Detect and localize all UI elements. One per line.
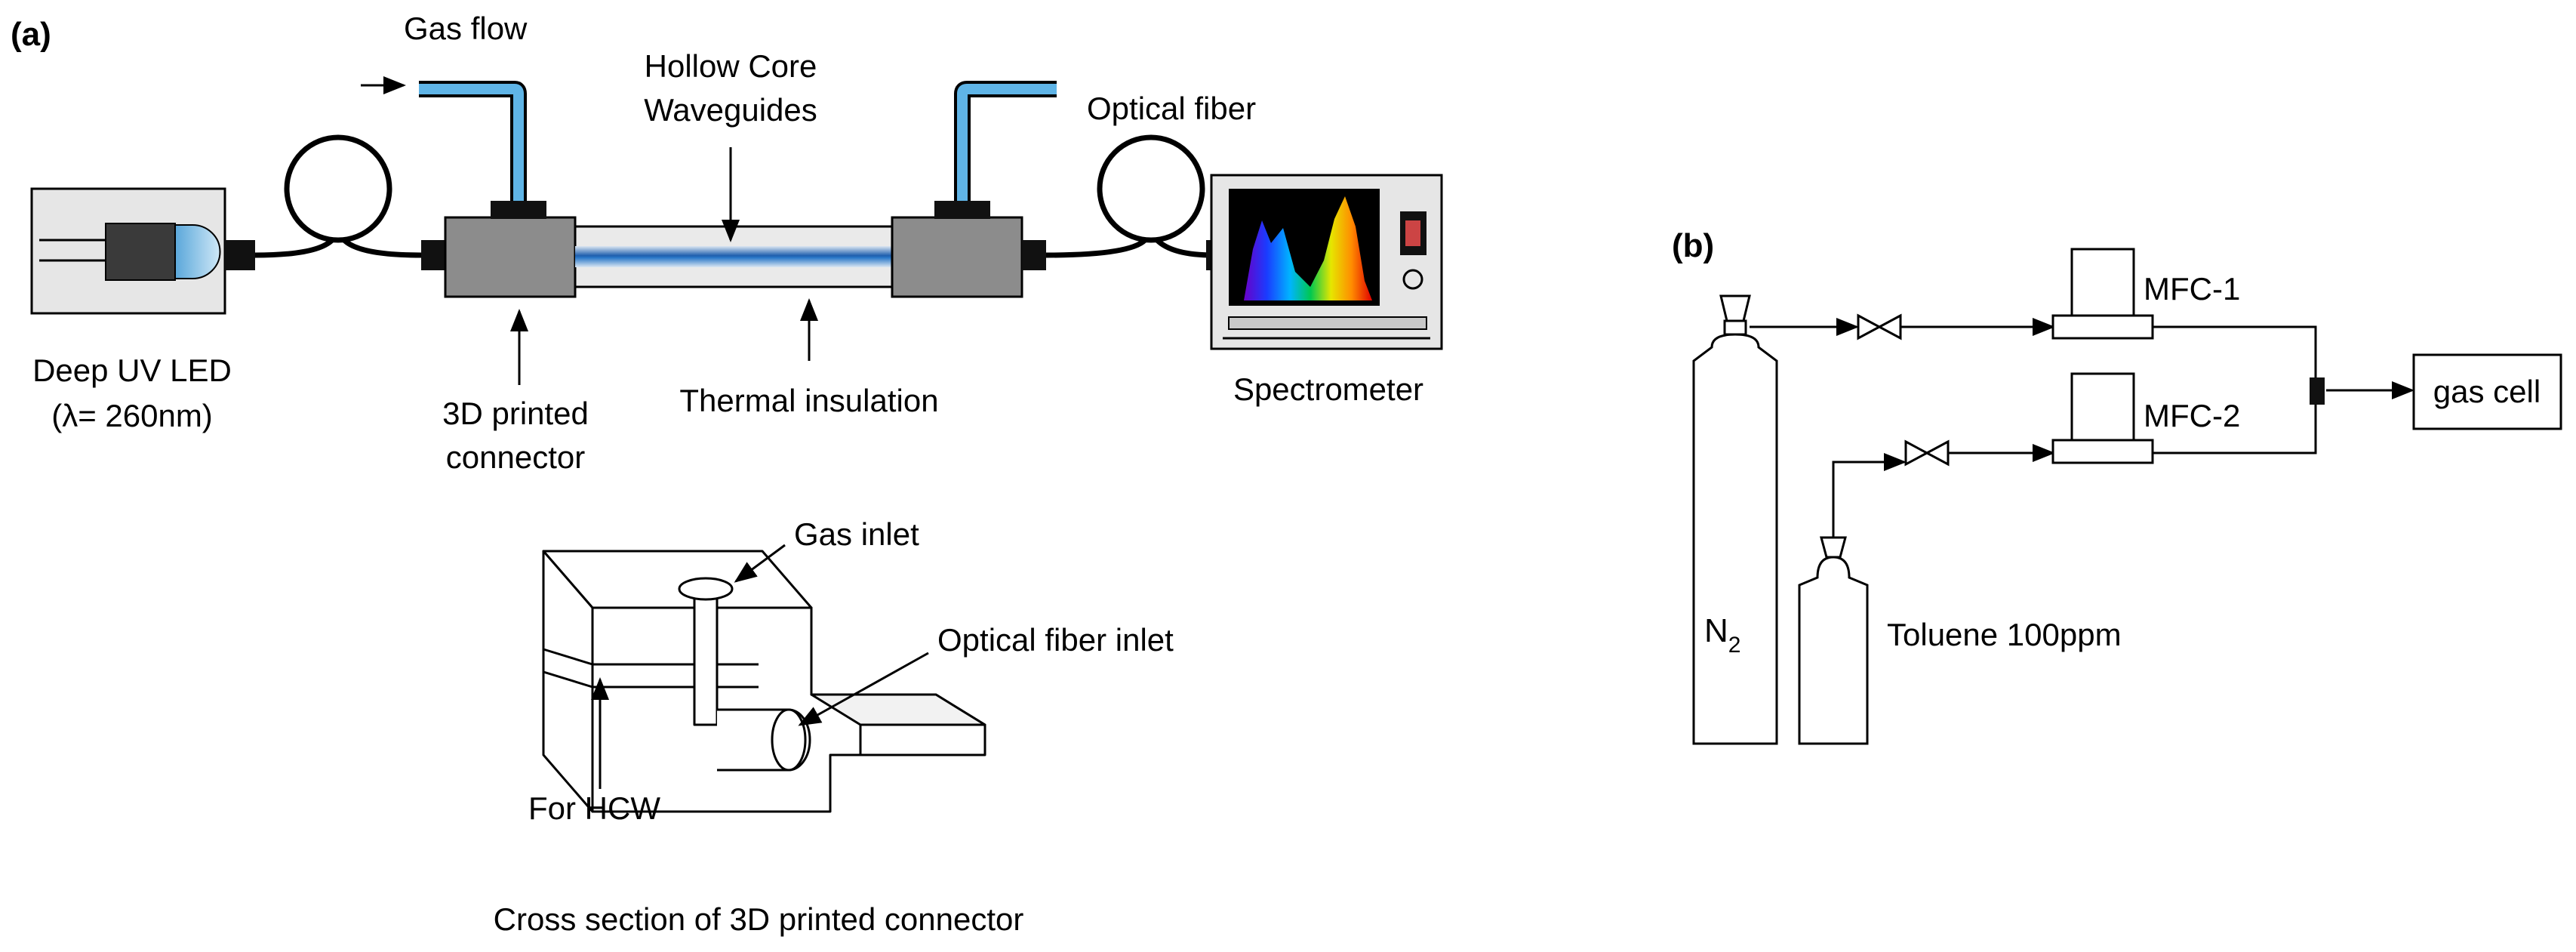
fiber-coil-right — [1045, 134, 1214, 258]
merge-line — [2153, 325, 2414, 454]
connector-left — [421, 201, 577, 298]
led-label-line1: Deep UV LED — [32, 353, 232, 388]
n2-cylinder — [1692, 294, 1778, 745]
deep-uv-led — [30, 187, 255, 315]
gas-cell-label: gas cell — [2433, 374, 2541, 409]
optical-fiber-inlet-arrow — [798, 652, 929, 726]
optical-fiber-inlet-label: Optical fiber inlet — [937, 622, 1174, 658]
panel-b-tag: (b) — [1672, 227, 1714, 264]
fiber-coil-left — [254, 134, 422, 258]
hollow-core-label-line1: Hollow Core — [645, 48, 817, 84]
mfc-2-label: MFC-2 — [2144, 398, 2240, 433]
gas-inlet-label: Gas inlet — [794, 516, 919, 552]
connector-label-line2: connector — [446, 439, 585, 475]
toluene-label: Toluene 100ppm — [1887, 617, 2122, 652]
thermal-insulation-label: Thermal insulation — [679, 383, 938, 418]
toluene-line — [1832, 444, 2055, 538]
optical-fiber-label: Optical fiber — [1087, 91, 1256, 126]
gas-tube-in — [419, 81, 527, 201]
valve-1 — [1857, 313, 1902, 340]
panel-a: (a) Deep UV LED (λ= 260nm) — [11, 11, 1443, 937]
spectrometer — [1206, 174, 1443, 350]
gas-tube-out — [954, 81, 1057, 201]
tee-junction — [2310, 377, 2325, 405]
mfc-2 — [2051, 372, 2154, 464]
panel-a-tag: (a) — [11, 16, 51, 53]
gas-flow-label: Gas flow — [404, 11, 528, 46]
toluene-cylinder — [1798, 536, 1869, 745]
mfc-1-label: MFC-1 — [2144, 271, 2240, 307]
valve-2 — [1904, 439, 1950, 467]
led-label-line2: (λ= 260nm) — [51, 398, 213, 433]
for-hcw-label: For HCW — [528, 790, 660, 826]
mfc-1 — [2051, 248, 2154, 340]
hollow-core-label-line2: Waveguides — [644, 92, 817, 128]
gas-cell-box — [2412, 353, 2562, 430]
connector-right — [891, 201, 1046, 298]
gas-inlet-arrow — [734, 544, 786, 583]
hollow-core-waveguide — [574, 225, 894, 288]
connector-label-line1: 3D printed — [442, 396, 589, 431]
n2-label: N2 — [1704, 612, 1740, 658]
panel-b: (b) N2 Toluene 100ppm — [1672, 227, 2562, 745]
cross-section-caption: Cross section of 3D printed connector — [494, 901, 1024, 937]
spectrometer-label: Spectrometer — [1233, 371, 1423, 407]
connector-cross-section — [542, 550, 986, 813]
